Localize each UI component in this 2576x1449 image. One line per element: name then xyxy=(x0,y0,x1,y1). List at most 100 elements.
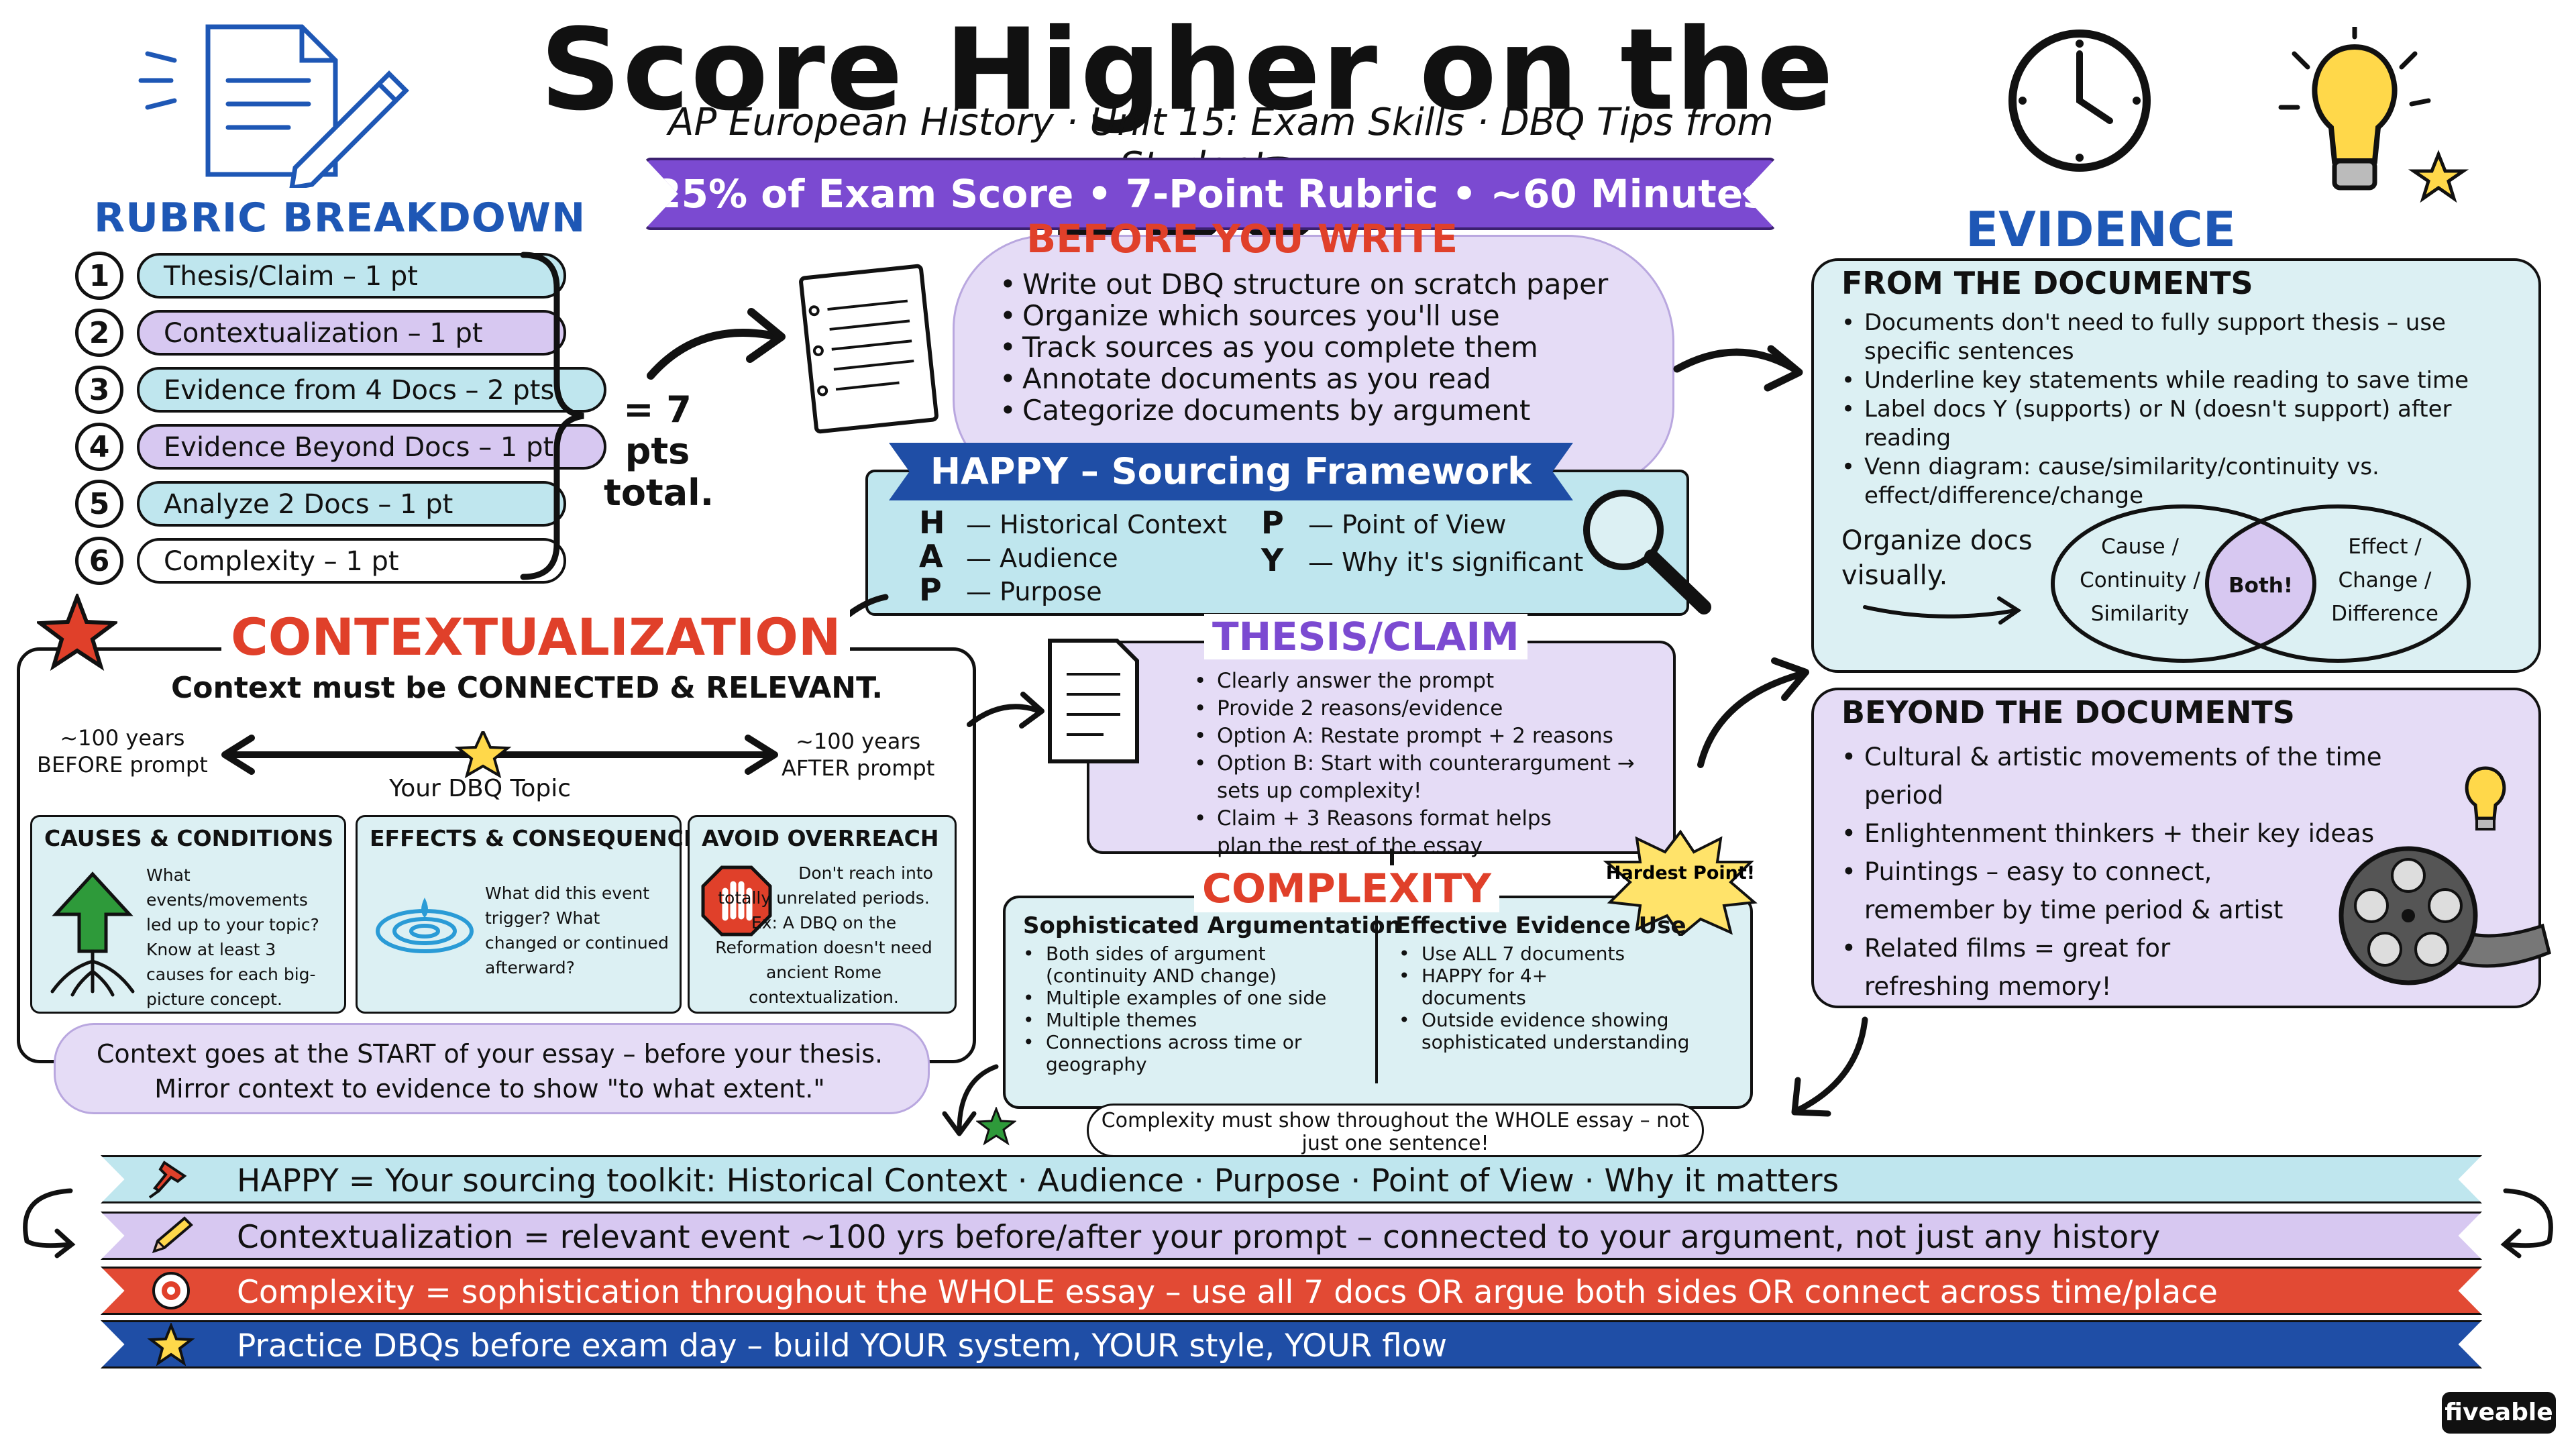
venn-right-line: Change / xyxy=(2339,568,2432,592)
happy-item: H — Historical Context xyxy=(919,504,1227,541)
venn-overlap-label: Both! xyxy=(2229,574,2293,598)
pushpin-icon xyxy=(148,1161,187,1199)
film-reel-icon xyxy=(2339,846,2551,985)
hardest-point-badge: Hardest Point! xyxy=(1603,829,1758,936)
context-heading: CONTEXTUALIZATION xyxy=(221,607,851,667)
venn-left-line: Cause / xyxy=(2101,535,2179,559)
list-item: Both sides of argument (continuity AND c… xyxy=(1023,943,1365,987)
curved-arrow-icon xyxy=(2500,1188,2553,1258)
exam-facts-ribbon: 25% of Exam Score • 7-Point Rubric • ~60… xyxy=(644,158,1776,230)
list-item: Clearly answer the prompt xyxy=(1194,667,1664,695)
happy-letter: P xyxy=(919,572,942,608)
card-text: What events/movements led up to your top… xyxy=(146,865,319,1009)
summary-band-context: Contextualization = relevant event ~100 … xyxy=(101,1212,2482,1260)
card-text: What did this event trigger? What change… xyxy=(485,883,669,977)
organize-line: Organize docs xyxy=(1841,525,2033,556)
happy-item: Y— Why it's significant xyxy=(1261,542,1583,578)
venn-right-line: Difference xyxy=(2331,602,2438,626)
list-item: Track sources as you complete them xyxy=(1000,331,1657,363)
divider xyxy=(1375,916,1378,1083)
before-line: ~100 years xyxy=(60,725,185,751)
list-item: Outside evidence showing sophisticated u… xyxy=(1399,1009,1703,1053)
rubric-heading: RUBRIC BREAKDOWN xyxy=(94,195,586,241)
list-item: Puintings – easy to connect, remember by… xyxy=(1841,853,2294,929)
venn-right-line: Effect / xyxy=(2348,535,2422,559)
after-line: AFTER prompt xyxy=(782,755,935,781)
total-unit: pts xyxy=(625,430,690,472)
from-docs-heading: FROM THE DOCUMENTS xyxy=(1841,265,2253,301)
lightbulb-icon xyxy=(2278,27,2469,203)
after-line: ~100 years xyxy=(796,729,921,754)
list-item: Use ALL 7 documents xyxy=(1399,943,1734,965)
evidence-use-heading: Effective Evidence Use xyxy=(1395,912,1686,939)
happy-letter: A xyxy=(919,538,943,574)
sophisticated-heading: Sophisticated Argumentation xyxy=(1023,912,1401,939)
list-item: Venn diagram: cause/similarity/continuit… xyxy=(1841,453,2519,511)
happy-text: — Historical Context xyxy=(966,510,1228,539)
rubric-label: Evidence from 4 Docs – 2 pts xyxy=(137,367,606,413)
happy-letter: Y xyxy=(1261,542,1284,578)
evidence-heading: EVIDENCE xyxy=(1966,201,2236,258)
list-item: Claim + 3 Reasons format helps plan the … xyxy=(1194,805,1593,860)
organize-note: Organize docs visually. xyxy=(1841,523,2033,593)
happy-text: — Purpose xyxy=(966,577,1102,606)
note-line: Mirror context to evidence to show "to w… xyxy=(154,1074,825,1104)
curved-arrow-icon xyxy=(23,1188,76,1258)
list-item: Cultural & artistic movements of the tim… xyxy=(1841,738,2445,814)
list-item: Provide 2 reasons/evidence xyxy=(1194,695,1664,722)
rubric-number: 6 xyxy=(75,537,123,585)
small-lightbulb-icon xyxy=(2465,766,2506,830)
thesis-heading: THESIS/CLAIM xyxy=(1204,614,1527,659)
context-note-cloud xyxy=(54,1023,930,1114)
rubric-number: 5 xyxy=(75,480,123,528)
summary-band-practice: Practice DBQs before exam day – build YO… xyxy=(101,1320,2482,1368)
list-item: Enlightenment thinkers + their key ideas xyxy=(1841,814,2445,853)
before-label: ~100 years BEFORE prompt xyxy=(37,724,208,778)
evidence-use-list: Use ALL 7 documents HAPPY for 4+ documen… xyxy=(1399,943,1734,1053)
effects-card: EFFECTS & CONSEQUENCES What did this eve… xyxy=(356,815,714,1014)
rubric-number: 1 xyxy=(75,252,123,300)
happy-text: — Point of View xyxy=(1308,510,1507,539)
happy-item: A— Audience xyxy=(919,538,1118,574)
arrow-icon xyxy=(1697,657,1809,768)
arrow-icon xyxy=(1863,596,2022,625)
sophisticated-list: Both sides of argument (continuity AND c… xyxy=(1023,943,1365,1075)
list-item: Multiple examples of one side xyxy=(1023,987,1365,1009)
list-item: Related films = great for refreshing mem… xyxy=(1841,929,2200,1006)
document-pencil-icon xyxy=(138,24,409,188)
total-value: = 7 xyxy=(623,388,692,431)
brace-icon xyxy=(520,252,584,580)
venn-left-line: Similarity xyxy=(2091,602,2190,626)
star-icon xyxy=(147,1323,195,1366)
summary-band-happy: HAPPY = Your sourcing toolkit: Historica… xyxy=(101,1155,2482,1203)
clock-icon xyxy=(2008,30,2151,172)
rubric-total: = 7 pts total. xyxy=(604,388,714,514)
badge-text: Hardest Point! xyxy=(1606,863,1755,883)
happy-letter: P xyxy=(1261,504,1284,541)
arrow-icon xyxy=(1673,345,1803,392)
before-write-list: Write out DBQ structure on scratch paper… xyxy=(1000,268,1657,426)
arrow-icon xyxy=(967,692,1044,729)
context-note: Context goes at the START of your essay … xyxy=(74,1036,906,1106)
happy-letter: H xyxy=(919,504,945,541)
rubric-number: 3 xyxy=(75,366,123,414)
rubric-number: 4 xyxy=(75,423,123,471)
star-icon xyxy=(37,594,117,671)
pencil-icon xyxy=(152,1216,193,1254)
context-subheading: Context must be CONNECTED & RELEVANT. xyxy=(171,671,883,705)
list-item: Label docs Y (supports) or N (doesn't su… xyxy=(1841,395,2519,453)
list-item: Categorize documents by argument xyxy=(1000,394,1657,426)
venn-left-line: Continuity / xyxy=(2080,568,2200,592)
list-item: Connections across time or geography xyxy=(1023,1031,1365,1075)
list-item: Annotate documents as you read xyxy=(1000,363,1657,394)
paper-icon xyxy=(1048,639,1139,763)
timeline-arrow xyxy=(221,731,778,778)
beyond-docs-list: Cultural & artistic movements of the tim… xyxy=(1841,738,2445,1006)
before-line: BEFORE prompt xyxy=(37,752,208,777)
magnifier-icon xyxy=(1583,490,1711,614)
green-star-icon xyxy=(976,1107,1016,1146)
rubric-label: Analyze 2 Docs – 1 pt xyxy=(137,481,566,527)
card-heading: AVOID OVERREACH xyxy=(702,825,939,851)
rubric-label: Thesis/Claim – 1 pt xyxy=(137,253,566,299)
list-item: Option B: Start with counterargument → s… xyxy=(1194,750,1646,805)
